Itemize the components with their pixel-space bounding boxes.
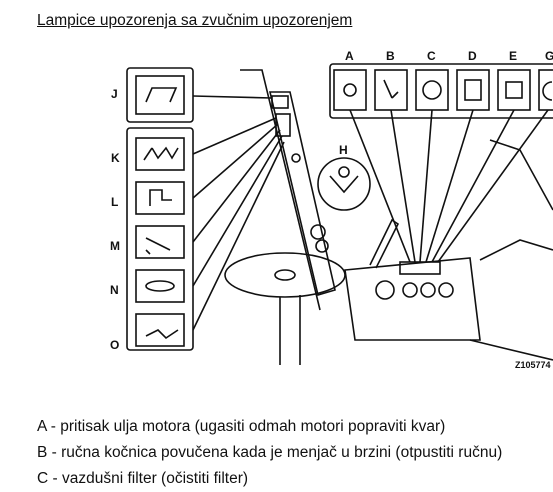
label-g: G [545,49,553,63]
leader-line [192,95,273,99]
panel-k-o-frame [126,127,194,351]
indicator-c [415,69,449,111]
column-switch-block [275,113,291,137]
trailer-icon [145,280,175,292]
lever-icon [149,189,172,206]
note-b: B - ručna kočnica povučena kada je menja… [37,444,503,461]
indicator-m [135,225,185,259]
leader-line [390,109,416,263]
instrument-column [268,91,336,297]
indicator-l [135,181,185,215]
label-k: K [111,151,120,165]
panel-j-frame [126,67,194,123]
label-j: J [111,87,118,101]
fan-icon [143,146,179,161]
dashboard-lamp-strip [399,261,441,275]
label-m: M [110,239,120,253]
operator-seat [469,139,553,361]
warning-lights-diagram: J K L M N O A B C D E G H [0,40,553,380]
seat-icon [145,87,178,103]
dashboard-gauge [375,280,395,300]
brake-icon [542,81,553,101]
handbrake-icon [383,79,399,99]
dashboard-gauge [438,282,454,298]
label-c: C [427,49,436,63]
gear-lever [369,218,400,269]
leader-line [431,109,515,263]
leader-line [419,109,433,263]
label-n: N [110,283,119,297]
indicator-h [317,157,371,211]
notes-list: A - pritisak ulja motora (ugasiti odmah … [37,414,502,492]
indicator-a [333,69,367,111]
indicator-g [538,69,553,111]
steering-shaft [279,295,301,365]
dashboard-console [344,257,481,341]
column-gauge [310,224,326,240]
indicator-o [135,313,185,347]
leader-line [192,135,283,287]
indicator-k [135,137,185,171]
steering-wheel [224,252,346,298]
column-gauge [315,239,329,253]
indicator-n [135,269,185,303]
label-d: D [468,49,477,63]
indicator-e [497,69,531,111]
note-a: A - pritisak ulja motora (ugasiti odmah … [37,418,446,435]
steering-hub [274,269,296,281]
oil-pressure-icon [343,83,357,97]
dashboard-gauge [402,282,418,298]
leader-line [425,109,474,263]
dashboard-gauge [420,282,436,298]
label-b: B [386,49,395,63]
leader-line [192,141,285,331]
label-o: O [110,338,119,352]
leader-line [192,123,279,199]
note-c: C - vazdušni filter (očistiti filter) [37,470,249,487]
hydraulic-icon [145,329,179,340]
wrench-icon [145,237,171,255]
page-title: Lampice upozorenja sa zvučnim upozorenje… [37,12,353,29]
battery-icon [505,81,523,99]
label-a: A [345,49,354,63]
indicator-d [456,69,490,111]
column-knob [291,153,301,163]
indicator-b [374,69,408,111]
air-filter-icon [422,80,442,100]
steering-icon [329,175,359,194]
diagram-svg: J K L M N O A B C D E G H [110,49,553,365]
top-panel-frame [329,63,553,119]
leader-line [192,129,281,243]
label-h: H [339,143,348,157]
figure-code: Z105774 [515,360,551,370]
label-l: L [111,195,118,209]
label-e: E [509,49,517,63]
leader-line [192,117,277,155]
steering-icon-dot [338,166,350,178]
leader-line [437,109,549,263]
leader-line [349,109,411,263]
cab-pillar [240,69,321,311]
coolant-icon [464,79,482,101]
column-switch [271,95,289,109]
indicator-j [135,75,185,115]
